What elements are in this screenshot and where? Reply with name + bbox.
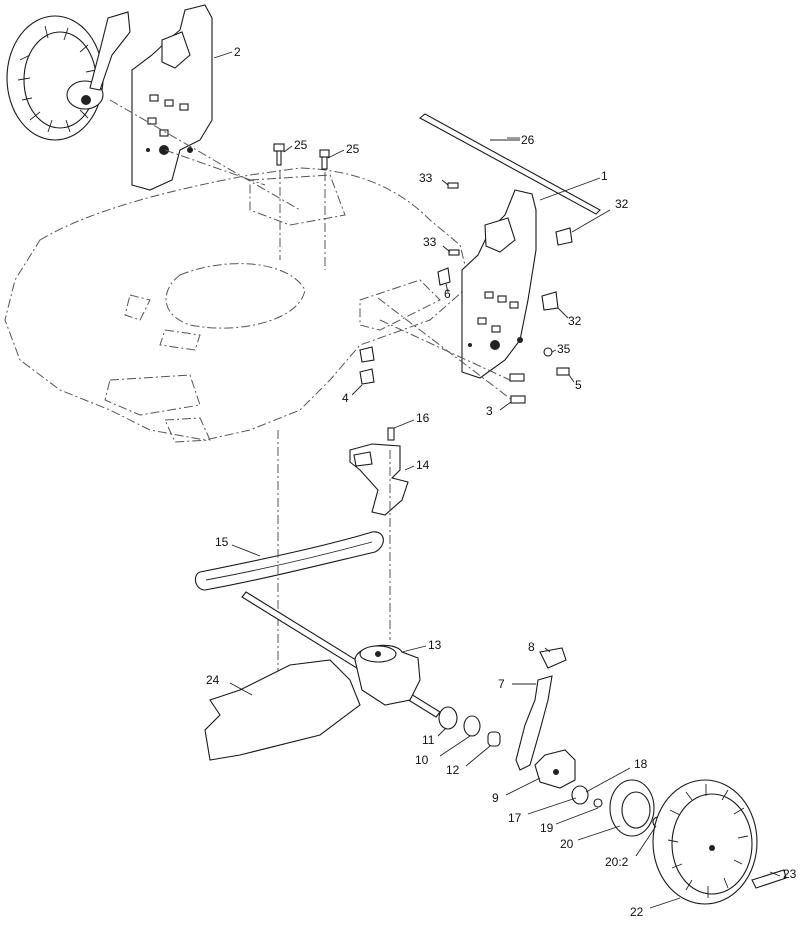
callout-8: 8	[528, 640, 535, 654]
clip-19	[593, 798, 603, 808]
callout-20-2: 20:2	[605, 855, 629, 869]
drive-belt	[194, 531, 384, 591]
callout-15: 15	[215, 535, 229, 549]
bolt-5	[556, 367, 570, 376]
callout-19: 19	[540, 821, 554, 835]
callout-35: 35	[557, 342, 571, 356]
callout-32-a: 32	[615, 197, 629, 211]
nut-4b	[359, 368, 375, 385]
callout-25-a: 25	[294, 138, 308, 152]
callout-6: 6	[444, 287, 451, 301]
left-rear-wheel	[6, 11, 131, 141]
callout-33-a: 33	[419, 171, 433, 185]
callout-25-b: 25	[346, 142, 360, 156]
callout-22: 22	[630, 905, 644, 919]
callout-2: 2	[234, 45, 241, 59]
bolt-3	[510, 395, 526, 404]
lever-grip-8	[539, 647, 567, 669]
callout-11: 11	[422, 733, 435, 747]
screw-16	[387, 427, 395, 441]
leader-lines	[213, 51, 781, 909]
nut-6	[437, 267, 451, 286]
nut-4a	[359, 346, 375, 363]
callout-14: 14	[416, 458, 430, 472]
axle-bolt-23	[751, 869, 787, 889]
callout-18: 18	[634, 757, 648, 771]
callout-24: 24	[206, 673, 220, 687]
callout-10: 10	[415, 753, 429, 767]
callout-12: 12	[446, 763, 460, 777]
callout-labels: 2 25 25 26 33 1 32 33 6 32 35 5 4 3 16 1…	[206, 45, 797, 919]
callout-13: 13	[428, 638, 442, 652]
bolt-25-b	[319, 149, 330, 170]
callout-1: 1	[601, 169, 608, 183]
left-height-plate	[131, 4, 213, 191]
bolt-25-a	[273, 143, 285, 166]
height-adjuster-rod	[419, 113, 601, 215]
callout-33-b: 33	[423, 235, 437, 249]
washer-35	[543, 347, 553, 357]
pinion-gear-17	[571, 785, 589, 805]
mower-deck	[4, 167, 471, 443]
callout-5: 5	[575, 378, 582, 392]
belt-cover	[204, 659, 361, 761]
clip-32-a	[555, 227, 573, 246]
stud-33-a	[447, 182, 459, 189]
callout-4: 4	[342, 391, 349, 405]
bearing-11	[438, 706, 458, 730]
callout-32-b: 32	[568, 314, 582, 328]
callout-23: 23	[783, 867, 797, 881]
callout-17: 17	[508, 811, 522, 825]
clip-32-b	[541, 291, 559, 311]
bolt-3a	[509, 373, 525, 382]
bushing-12	[487, 731, 501, 747]
right-rear-wheel	[652, 779, 758, 905]
right-height-plate	[461, 189, 537, 379]
callout-26: 26	[521, 133, 535, 147]
callout-16: 16	[416, 411, 430, 425]
callout-9: 9	[492, 791, 499, 805]
shift-lever-7	[515, 675, 553, 771]
transmission	[354, 644, 421, 706]
wheel-hubcap	[609, 779, 655, 837]
belt-bracket	[349, 427, 409, 516]
callout-20: 20	[560, 837, 574, 851]
callout-3: 3	[486, 404, 493, 418]
pawl-plate-9	[534, 749, 576, 789]
stud-33-b	[448, 249, 460, 256]
callout-7: 7	[498, 677, 505, 691]
spacer-10	[463, 715, 481, 737]
